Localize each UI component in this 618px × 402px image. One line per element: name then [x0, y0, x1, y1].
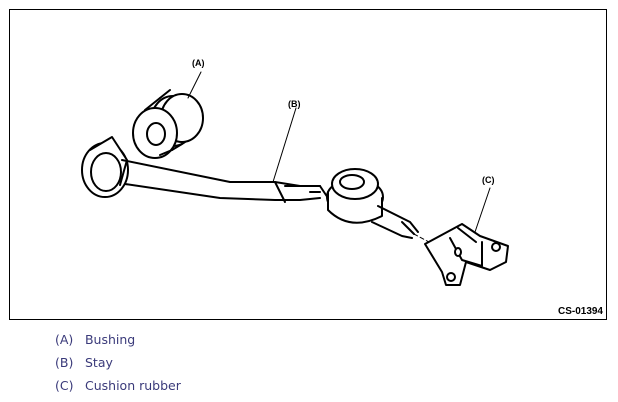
diagram-frame: (A) (B) (C) CS-01394: [9, 9, 607, 320]
legend-item-cushion-rubber: (C) Cushion rubber: [55, 377, 181, 400]
legend: (A) Bushing (B) Stay (C) Cushion rubber: [55, 331, 181, 400]
leader-lines: [187, 71, 491, 233]
legend-label: Cushion rubber: [84, 378, 181, 393]
legend-label: Stay: [84, 355, 113, 370]
callout-a: (A): [192, 58, 205, 68]
cushion-rubber-part: [424, 223, 509, 286]
legend-item-stay: (B) Stay: [55, 354, 181, 377]
leader-c: [474, 187, 491, 233]
legend-key: (A): [55, 332, 74, 347]
callout-b: (B): [288, 99, 301, 109]
legend-key: (C): [55, 378, 74, 393]
parts-illustration: (A) (B) (C): [81, 58, 509, 286]
legend-label: Bushing: [84, 332, 136, 347]
callout-c: (C): [482, 175, 495, 185]
legend-item-bushing: (A) Bushing: [55, 331, 181, 354]
bushing-part: [132, 89, 204, 159]
figure-code: CS-01394: [557, 306, 603, 317]
leader-a: [187, 71, 202, 99]
legend-key: (B): [55, 355, 74, 370]
leader-b: [272, 107, 297, 183]
stay-part: [81, 136, 456, 257]
